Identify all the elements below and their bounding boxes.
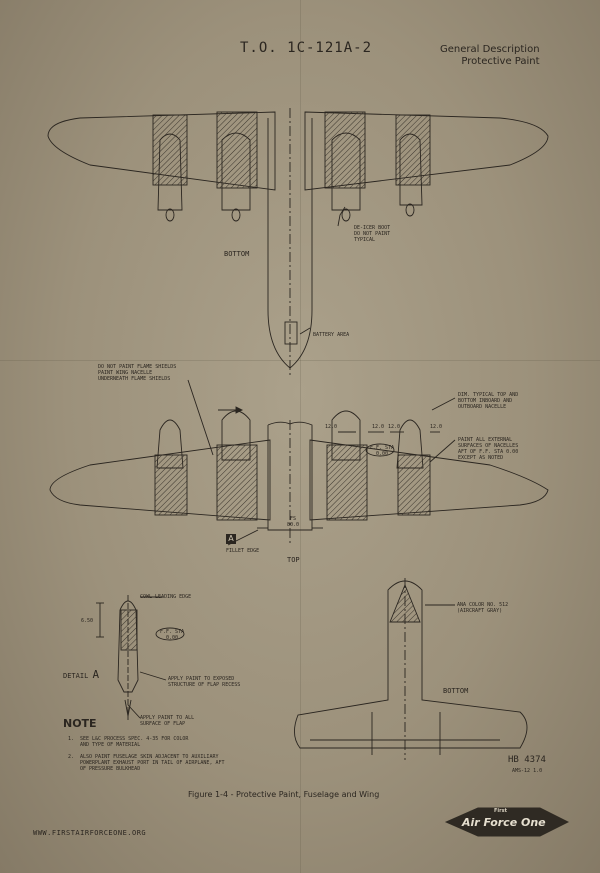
top-nacelle-3 [331, 410, 361, 461]
flap-line-1: APPLY PAINT TO ALL [140, 715, 195, 721]
note-2-line-a: ALSO PAINT FUSELAGE SKIN ADJACENT TO AUX… [80, 754, 219, 760]
ana-line-1: ANA COLOR NO. 512 [457, 602, 509, 608]
dim-line-3: OUTBOARD NACELLE [458, 404, 507, 410]
bottom-left-wing-hatch-outboard [152, 114, 188, 186]
hb-number: HB 4374 [508, 755, 546, 765]
deicer-callout: DE-ICER BOOT DO NOT PAINT TYPICAL [354, 225, 390, 243]
bottom-right-wing-hatch-inboard [324, 111, 366, 189]
detail-label: DETAIL A [63, 668, 99, 681]
deicer-line-2: DO NOT PAINT [354, 231, 391, 237]
top-right-wing-hatch-outboard [397, 454, 431, 516]
top-left-wing [49, 439, 271, 521]
ff-sta-line-1: F.F. STA [370, 445, 395, 451]
tail-view-fuselage [294, 580, 528, 749]
bottom-left-wing [47, 111, 276, 191]
hb-sub: AMS-12 1.0 [512, 768, 543, 774]
bottom-view-label: BOTTOM [224, 250, 250, 258]
ff-sta-detail: F.F. STA 0.00 [160, 629, 184, 641]
note-1-line-a: SEE L&C PROCESS SPEC. 4-35 FOR COLOR [80, 736, 189, 742]
note-1-line-b: AND TYPE OF MATERIAL [80, 742, 141, 748]
note-1-number: 1. [68, 736, 75, 742]
ff-sta-detail-line-2: 0.00 [166, 635, 179, 641]
top-nacelle-4 [396, 419, 424, 469]
ana-line-2: (AIRCRAFT GRAY) [457, 608, 503, 614]
flame-line-2: PAINT WING NACELLE [98, 370, 153, 376]
logo-main-text: Air Force One [462, 816, 546, 829]
detail-dim: 6.50 [81, 618, 94, 624]
top-nacelle-1 [156, 419, 184, 469]
flap-line-2: SURFACE OF FLAP [140, 721, 186, 727]
detail-letter: A [92, 668, 100, 681]
ff-sta-line-2: 0.00 [376, 451, 389, 457]
bottom-nacelle-4 [399, 133, 423, 206]
section-title: General Description Protective Paint [440, 44, 540, 68]
website-link[interactable]: WWW.FIRSTAIRFORCEONE.ORG [33, 829, 147, 837]
ext-line-4: EXCEPT AS NOTED [458, 455, 504, 461]
ext-line-2: SURFACES OF NACELLES [458, 443, 519, 449]
top-left-wing-hatch-inboard [216, 444, 258, 521]
ff-sta-oval: F.F. STA 0.00 [370, 445, 394, 457]
top-left-wing-hatch-outboard [154, 454, 188, 516]
figure-caption: Figure 1-4 - Protective Paint, Fuselage … [188, 790, 380, 799]
detail-word: DETAIL [63, 672, 89, 680]
note-2-line-b: POWERPLANT EXHAUST PORT IN TAIL OF AIRPL… [80, 760, 225, 766]
expose-line-1: APPLY PAINT TO EXPOSED [168, 676, 235, 682]
fold-line-vertical [300, 0, 301, 873]
tail-bottom-label: BOTTOM [443, 687, 469, 695]
callout-box-a: A [226, 534, 236, 544]
dim-line-1: DIM. TYPICAL TOP AND [458, 392, 519, 398]
ext-line-1: PAINT ALL EXTERNAL [458, 437, 513, 443]
top-fuselage [267, 421, 313, 531]
cowl-label: COWL LEADING EDGE [140, 594, 192, 600]
dim-value-3: 12.0 [388, 424, 401, 430]
dim-line-2: BOTTOM INBOARD AND [458, 398, 513, 404]
bottom-right-wing [304, 111, 549, 191]
top-view-label: TOP [287, 556, 300, 564]
external-surfaces-callout: PAINT ALL EXTERNAL SURFACES OF NACELLES … [458, 437, 518, 461]
battery-callout: BATTERY AREA [313, 332, 350, 338]
deicer-line-3: TYPICAL [354, 237, 376, 243]
dimension-callout: DIM. TYPICAL TOP AND BOTTOM INBOARD AND … [458, 392, 518, 410]
ana-color-callout: ANA COLOR NO. 512 (AIRCRAFT GRAY) [457, 602, 508, 614]
expose-callout: APPLY PAINT TO EXPOSED STRUCTURE OF FLAP… [168, 676, 240, 688]
doc-number: T.O. 1C-121A-2 [240, 40, 373, 56]
note-2-line-c: OF PRESSURE BULKHEAD [80, 766, 141, 772]
fs-line-2: 80.0 [287, 522, 300, 528]
note-2: ALSO PAINT FUSELAGE SKIN ADJACENT TO AUX… [80, 754, 225, 772]
ext-line-3: AFT OF F.F. STA 0.00 [458, 449, 519, 455]
top-right-wing-hatch-inboard [326, 444, 368, 521]
bottom-right-wing-hatch-outboard [395, 114, 431, 186]
dim-value-4: 12.0 [430, 424, 443, 430]
bottom-nacelle-2 [221, 132, 251, 211]
fs-line-1: FS [290, 516, 297, 522]
ff-sta-detail-line-1: F.F. STA [160, 629, 185, 635]
flap-callout: APPLY PAINT TO ALL SURFACE OF FLAP [140, 715, 194, 727]
flame-shield-callout: DO NOT PAINT FLAME SHIELDS PAINT WING NA… [98, 364, 176, 382]
logo-wings [444, 807, 570, 837]
expose-line-2: STRUCTURE OF FLAP RECESS [168, 682, 241, 688]
fs-label: FS 80.0 [287, 516, 299, 528]
logo-first-text: First [494, 808, 507, 814]
flame-line-1: DO NOT PAINT FLAME SHIELDS [98, 364, 177, 370]
flame-line-3: UNDERNEATH FLAME SHIELDS [98, 376, 171, 382]
note-1: SEE L&C PROCESS SPEC. 4-35 FOR COLOR AND… [80, 736, 188, 748]
note-2-number: 2. [68, 754, 75, 760]
fold-line-horizontal [0, 360, 600, 361]
bottom-nacelle-1 [157, 133, 183, 211]
battery-area-box [284, 321, 298, 345]
bottom-left-wing-hatch-inboard [216, 111, 258, 189]
deicer-line-1: DE-ICER BOOT [354, 225, 391, 231]
dim-value-1: 12.0 [325, 424, 338, 430]
fillet-edge-label: FILLET EDGE [226, 548, 260, 554]
dim-value-2: 12.0 [372, 424, 385, 430]
top-nacelle-2 [221, 410, 251, 461]
section-line-1: General Description [440, 44, 540, 55]
bottom-nacelle-3 [331, 132, 361, 211]
section-line-2: Protective Paint [461, 56, 540, 67]
note-heading: NOTE [63, 717, 97, 730]
top-right-wing [309, 439, 549, 521]
